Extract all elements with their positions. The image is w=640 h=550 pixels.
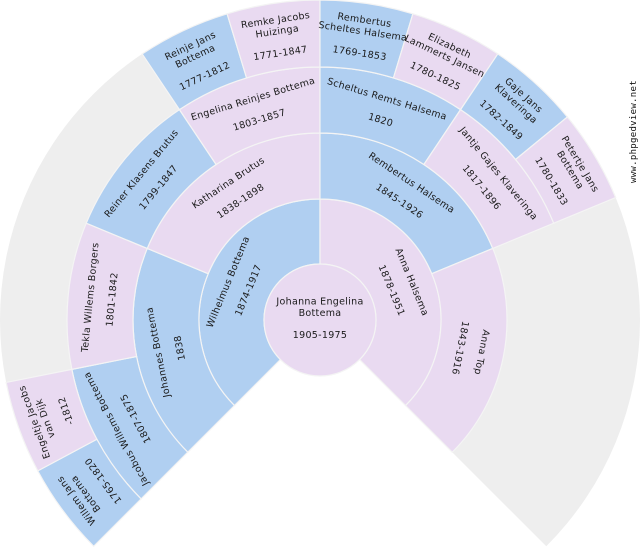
person-dates: 1801-1842 [104, 272, 120, 327]
person-dates: 1838 [172, 334, 188, 361]
root-person-circle[interactable] [263, 263, 377, 377]
person-dates: 1905-1975 [293, 330, 347, 341]
person-name: Johanna Engelina [275, 296, 363, 307]
person-name: Bottema [299, 308, 342, 319]
person-sector-gen4[interactable] [5, 368, 98, 472]
watermark: www.phpgedview.net [629, 80, 639, 183]
person-sector-gen4[interactable] [514, 116, 617, 224]
person-sector-gen2[interactable] [404, 247, 508, 454]
